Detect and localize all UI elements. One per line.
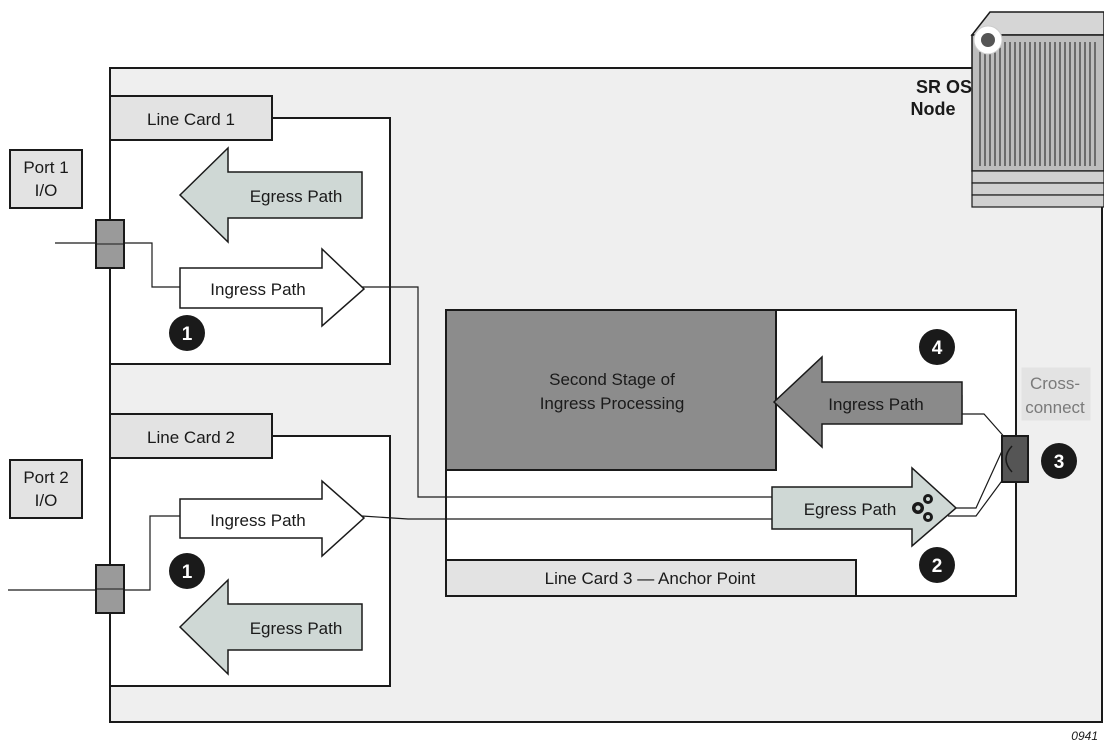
line-card-2-label: Line Card 2 (147, 428, 235, 447)
step-badge-ingress-number: 4 (932, 338, 943, 359)
line-card-2-label-box (109, 413, 273, 459)
cross-connect-label-line1: Cross- (1030, 374, 1080, 393)
port-2-label-line2: I/O (35, 491, 58, 510)
line-card-1-egress-label: Egress Path (250, 187, 343, 206)
step-badge-cross-connect-number: 3 (1054, 452, 1065, 473)
line-card-2-ingress-arrow (179, 479, 366, 558)
second-stage-line1: Second Stage of (549, 370, 675, 389)
step-badge-card1-number: 1 (182, 324, 193, 345)
step-badge-card2: 1 (169, 553, 205, 589)
line-card-2-egress-label: Egress Path (250, 619, 343, 638)
gear-icon (912, 494, 933, 522)
port-2-label-line1: Port 2 (23, 468, 68, 487)
line-card-1-label: Line Card 1 (147, 110, 235, 129)
line-card-1-label-box (109, 95, 273, 141)
router-icon (970, 11, 1104, 208)
line-card-3-ingress-label: Ingress Path (828, 395, 923, 414)
line-card-1 (109, 117, 391, 365)
line-card-2-egress-arrow (178, 578, 363, 676)
cross-connect-label-line2: connect (1025, 398, 1085, 417)
line-card-3-egress-arrow (771, 466, 958, 548)
line-card-1-ingress-arrow (179, 247, 366, 328)
step-badge-egress-number: 2 (932, 556, 943, 577)
second-stage-processing (445, 309, 777, 471)
step-badge-egress: 2 (919, 547, 955, 583)
connection-wires (8, 242, 1008, 591)
second-stage-line2: Ingress Processing (540, 394, 685, 413)
line-card-3-label: Line Card 3 — Anchor Point (545, 569, 756, 588)
line-card-1-ingress-label: Ingress Path (210, 280, 305, 299)
step-badge-cross-connect: 3 (1041, 443, 1077, 479)
step-badge-card2-number: 1 (182, 562, 193, 583)
node-title-line1: SR OS (916, 77, 972, 97)
port-1-label-line2: I/O (35, 181, 58, 200)
line-card-3-egress-label: Egress Path (804, 500, 897, 519)
line-card-3-ingress-arrow (772, 355, 963, 449)
line-card-1-egress-arrow (178, 146, 363, 244)
node-title-line2: Node (911, 99, 956, 119)
figure-id: 0941 (1071, 729, 1098, 743)
line-card-3-label-box (445, 559, 857, 597)
cross-connect-label-box (1021, 367, 1091, 421)
line-card-2-ingress-label: Ingress Path (210, 511, 305, 530)
step-badge-ingress: 4 (919, 329, 955, 365)
step-badge-card1: 1 (169, 315, 205, 351)
port-2-box (9, 459, 83, 519)
port-1-label-line1: Port 1 (23, 158, 68, 177)
port-1-box (9, 149, 83, 209)
